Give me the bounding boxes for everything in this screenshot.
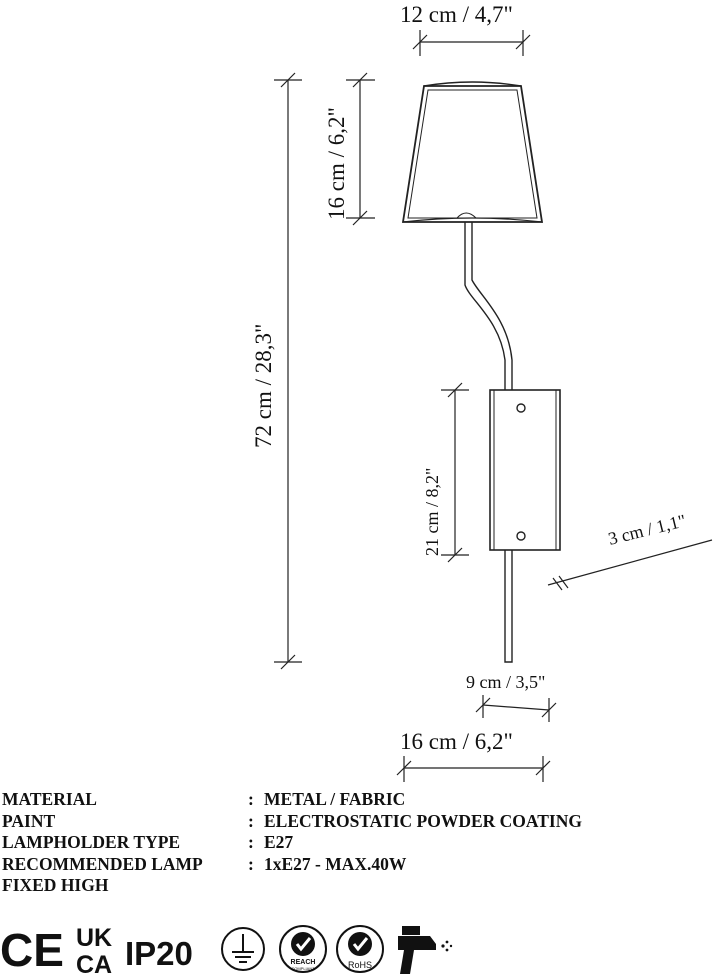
base-width-label: 9 cm / 3,5": [466, 672, 545, 692]
shade-width-label: 12 cm / 4,7": [400, 2, 513, 27]
spec-label: RECOMMENDED LAMP: [2, 853, 203, 874]
rohs-icon: RoHS: [336, 925, 384, 973]
svg-text:CA: CA: [76, 951, 112, 978]
spec-label: PAINT: [2, 810, 56, 831]
wall-plate: [489, 389, 561, 551]
spec-table: MATERIAL : METAL / FABRIC PAINT : ELECTR…: [2, 789, 702, 897]
spec-row-fixed-high: FIXED HIGH: [2, 875, 702, 897]
spec-row-recommended-lamp: RECOMMENDED LAMP : 1xE27 - MAX.40W: [2, 854, 702, 876]
svg-text:COMPLIANT: COMPLIANT: [291, 966, 315, 971]
shade-height-label: 16 cm / 6,2": [324, 107, 349, 220]
lamp-shade: [401, 81, 544, 223]
spec-label: MATERIAL: [2, 789, 97, 809]
certification-icons: CE UK CA IP20 REACH COMPLIANT RoHS: [0, 924, 453, 978]
spec-row-lampholder: LAMPHOLDER TYPE : E27: [2, 832, 702, 854]
total-depth-dim: [396, 756, 551, 782]
ukca-mark-icon: UK CA: [76, 924, 112, 978]
spec-separator: :: [248, 789, 254, 809]
spec-row-material: MATERIAL : METAL / FABRIC: [2, 789, 702, 811]
ce-mark-icon: CE: [0, 924, 64, 976]
lamp-technical-drawing: 12 cm / 4,7" 16 cm / 6,2" 72 cm / 28,3" …: [251, 2, 713, 782]
spec-separator: :: [248, 810, 254, 831]
total-height-label: 72 cm / 28,3": [251, 324, 276, 448]
lamp-rod: [464, 222, 513, 663]
spec-value: 1xE27 - MAX.40W: [264, 853, 407, 874]
shade-height-dim: [346, 72, 375, 226]
spec-row-paint: PAINT : ELECTROSTATIC POWDER COATING: [2, 811, 702, 833]
total-height-dim: [274, 72, 302, 670]
spec-value: ELECTROSTATIC POWDER COATING: [264, 810, 582, 831]
spec-value: E27: [264, 832, 294, 852]
svg-text:RoHS: RoHS: [348, 960, 372, 970]
reach-icon: REACH COMPLIANT: [279, 925, 327, 973]
spec-separator: [248, 875, 264, 897]
svg-text:UK: UK: [76, 924, 112, 952]
base-width-dim: [475, 695, 557, 722]
spec-label: LAMPHOLDER TYPE: [2, 832, 181, 852]
spray-gun-icon: [398, 926, 453, 974]
spec-separator: :: [248, 853, 254, 874]
svg-text:REACH: REACH: [291, 959, 316, 966]
total-depth-label: 16 cm / 6,2": [400, 729, 513, 754]
shade-width-dim: [412, 30, 531, 56]
spec-value: METAL / FABRIC: [264, 789, 406, 809]
plate-depth-dim: [547, 539, 713, 591]
spec-label: FIXED HIGH: [2, 875, 109, 895]
spec-separator: :: [248, 832, 254, 852]
plate-height-dim: [441, 382, 469, 563]
ip20-icon: IP20: [125, 935, 193, 972]
plate-depth-label: 3 cm / 1,1": [606, 510, 688, 549]
ground-icon: [221, 927, 265, 971]
plate-height-label: 21 cm / 8,2": [422, 468, 442, 556]
